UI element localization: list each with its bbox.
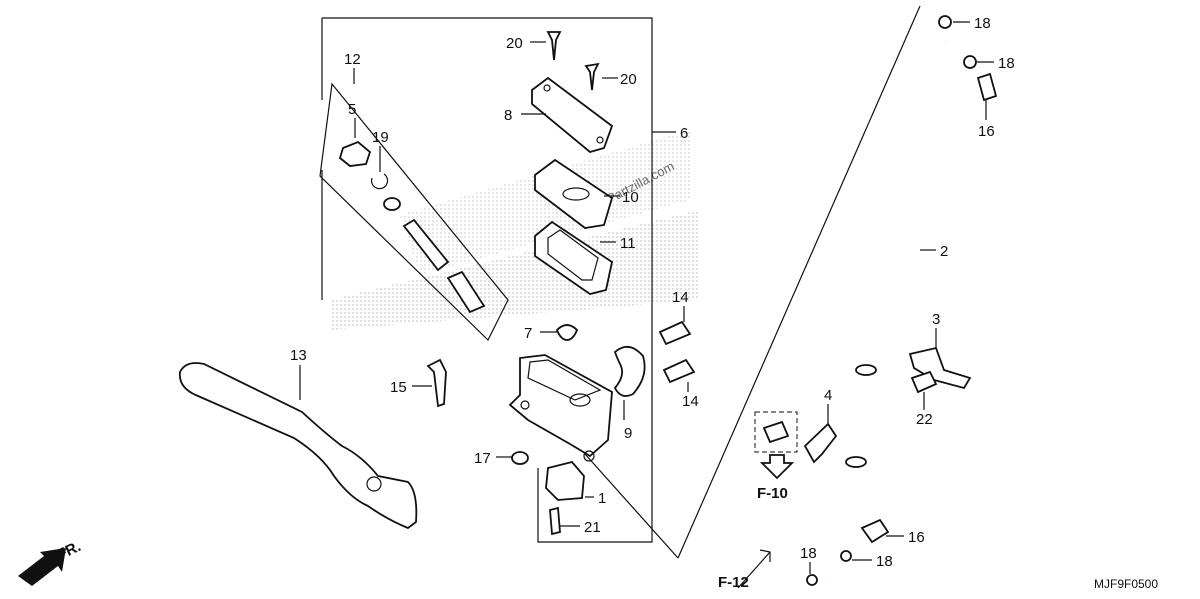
boot-5 [338, 140, 372, 167]
cap-hole-a [543, 84, 551, 92]
pivot-bolt-15 [426, 358, 447, 408]
cap-17 [511, 451, 529, 465]
piston-spring [446, 270, 486, 314]
banjo-guide-line [584, 453, 679, 559]
callout-16b: 16 [908, 529, 925, 546]
bracket-3 [908, 346, 972, 390]
plate-boss [562, 187, 590, 201]
body-pivot [520, 400, 530, 410]
master-cylinder-body [508, 354, 613, 458]
watermark-band [330, 210, 700, 330]
banjo-bolt-16b [860, 518, 890, 544]
f10-arrow [759, 454, 795, 480]
brake-lever-13 [178, 362, 418, 530]
banjo-bolt-16a [976, 72, 998, 102]
callout-14a: 14 [672, 289, 689, 306]
washer-18a [938, 15, 952, 29]
body-port [569, 393, 591, 407]
piston-washer [383, 197, 401, 211]
callout-18a: 18 [974, 15, 991, 32]
callout-18c: 18 [876, 553, 893, 570]
callout-10: 10 [622, 189, 639, 206]
front-arrow [18, 548, 66, 586]
callout-8: 8 [504, 107, 512, 124]
callout-15: 15 [390, 379, 407, 396]
callout-18d: 18 [800, 545, 817, 562]
bolt-14a [658, 320, 692, 346]
callout-19: 19 [372, 129, 389, 146]
cap-hole-b [596, 136, 604, 144]
washer-18d [806, 574, 818, 586]
callout-14b: 14 [682, 393, 699, 410]
screw-21 [549, 506, 561, 536]
front-label: FR. [55, 538, 84, 564]
piston-kit-outline [319, 82, 509, 342]
callout-22: 22 [916, 411, 933, 428]
callout-20a: 20 [506, 35, 523, 52]
reservoir-cap-8 [531, 76, 614, 153]
bolt-14b [662, 358, 696, 384]
callout-21: 21 [584, 519, 601, 536]
callout-18b: 18 [998, 55, 1015, 72]
body-outlet [583, 450, 595, 462]
ref-f10: F-10 [757, 485, 788, 502]
callout-6: 6 [680, 125, 688, 142]
callout-7: 7 [524, 325, 532, 342]
diagram-code: MJF9F0500 [1094, 577, 1158, 591]
callout-16a: 16 [978, 123, 995, 140]
diaphragm-inner [547, 229, 599, 281]
f12-arrow-head [759, 549, 771, 562]
washer-18b [963, 55, 977, 69]
f12-arrow-line [737, 551, 771, 589]
brake-hose-inner [828, 41, 948, 577]
bolt-22 [910, 370, 938, 394]
brake-hose-2 [829, 41, 947, 577]
callout-20b: 20 [620, 71, 637, 88]
circlip-19 [370, 173, 389, 190]
bracket-4 [803, 422, 838, 464]
screw-20a [546, 31, 562, 61]
hose-clamp-b [845, 456, 867, 468]
plate-10 [534, 158, 614, 229]
piston [402, 218, 450, 272]
switch-1 [545, 460, 585, 501]
callout-11: 11 [620, 235, 636, 252]
washer-18c [840, 550, 852, 562]
f10-dashed-box [754, 411, 798, 453]
fastener-f10 [762, 420, 790, 444]
lever-pivot-hole [366, 476, 382, 492]
callout-1: 1 [598, 490, 606, 507]
callout-13: 13 [290, 347, 307, 364]
clamp-9 [613, 346, 646, 397]
hose-clamp-a [855, 364, 877, 376]
callout-12: 12 [344, 51, 361, 68]
ref-f12: F-12 [718, 574, 749, 591]
hose-guide-line [677, 5, 921, 559]
body-reservoir-top [527, 359, 602, 401]
assembly-outline [322, 17, 653, 543]
watermark-band-upper [400, 130, 690, 275]
callout-2: 2 [940, 243, 948, 260]
callout-17: 17 [474, 450, 491, 467]
screw-20b [584, 62, 600, 91]
callout-3: 3 [932, 311, 940, 328]
callout-9: 9 [624, 425, 632, 442]
callout-5: 5 [348, 101, 356, 118]
callout-4: 4 [824, 387, 832, 404]
washer-7 [555, 324, 579, 341]
